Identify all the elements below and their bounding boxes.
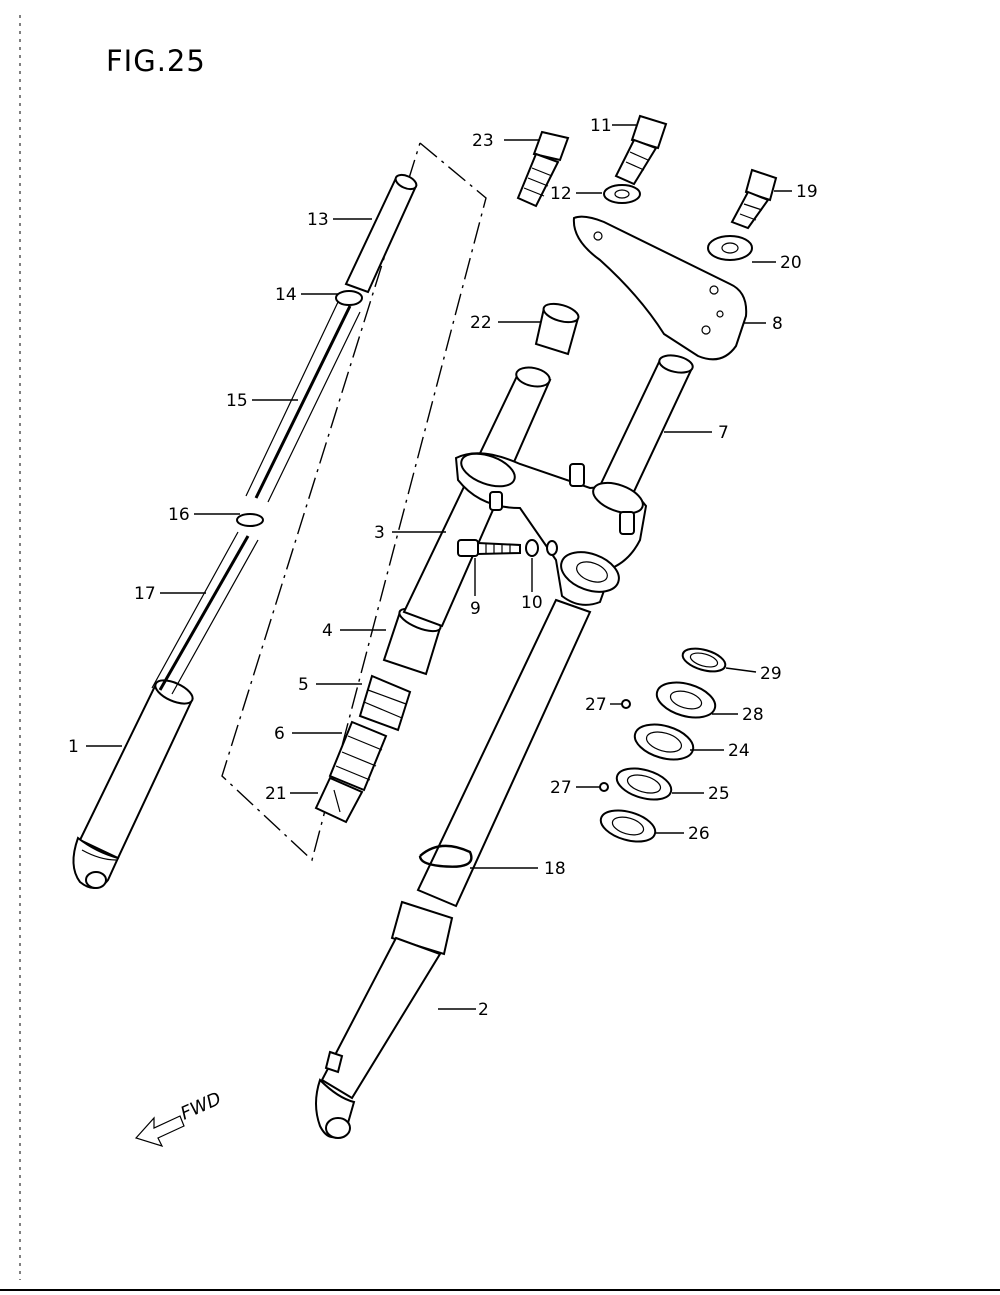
leader-lines — [86, 124, 792, 1010]
part-20-washer — [707, 235, 753, 261]
part-24-bearing-race — [633, 723, 695, 761]
part-12-washer — [603, 184, 641, 204]
callout-28: 28 — [742, 705, 764, 725]
part-8-upper-plate — [572, 215, 748, 361]
part-4-oil-seal — [382, 607, 442, 676]
callout-21: 21 — [265, 784, 287, 804]
part-9-bolt — [457, 539, 521, 557]
callout-23: 23 — [472, 131, 494, 151]
callout-25: 25 — [708, 784, 730, 804]
part-10-washer — [525, 539, 539, 557]
callout-13: 13 — [307, 210, 329, 230]
part-27-ball-upper — [621, 699, 631, 709]
callouts: 1 2 3 4 5 6 7 8 9 10 11 12 13 14 15 16 1… — [68, 116, 818, 1020]
part-16-washer — [236, 513, 264, 527]
part-13-spacer-tube — [344, 173, 418, 294]
inset-frame — [221, 142, 487, 862]
lower-bracket — [454, 452, 648, 606]
part-28-steering-nut — [655, 681, 717, 719]
callout-10: 10 — [521, 593, 543, 613]
fwd-label: FWD — [177, 1088, 224, 1124]
part-15-spring-upper — [245, 301, 361, 503]
callout-14: 14 — [275, 285, 297, 305]
callout-26: 26 — [688, 824, 710, 844]
bracket-hole-pin — [546, 540, 558, 556]
part-19-bolt — [730, 168, 778, 230]
part-17-spring-lower — [151, 531, 259, 695]
part-2-fork-tube — [315, 598, 592, 1139]
callout-22: 22 — [470, 313, 492, 333]
part-14-washer — [335, 290, 363, 306]
callout-17: 17 — [134, 584, 156, 604]
part-23-bolt — [516, 130, 570, 208]
callout-15: 15 — [226, 391, 248, 411]
callout-5: 5 — [298, 675, 309, 695]
callout-27-upper: 27 — [585, 695, 607, 715]
part-5-ring — [358, 674, 412, 732]
callout-27-lower: 27 — [550, 778, 572, 798]
part-21-rod-piece — [314, 776, 364, 824]
part-1-outer-tube — [72, 679, 194, 889]
callout-18: 18 — [544, 859, 566, 879]
part-11-bolt — [614, 114, 668, 186]
fwd-arrow-icon — [134, 1115, 185, 1147]
part-26-dust-seal — [599, 809, 657, 843]
callout-24: 24 — [728, 741, 750, 761]
callout-16: 16 — [168, 505, 190, 525]
part-25-bearing-race — [615, 767, 673, 801]
callout-11: 11 — [590, 116, 612, 136]
part-27-ball-lower — [599, 782, 609, 792]
part-22-cap — [534, 302, 580, 356]
part-18-circlip — [418, 844, 473, 868]
callout-9: 9 — [470, 599, 481, 619]
callout-2: 2 — [478, 1000, 489, 1020]
part-6-damper-rod — [328, 720, 388, 792]
callout-3: 3 — [374, 523, 385, 543]
callout-7: 7 — [718, 423, 729, 443]
callout-20: 20 — [780, 253, 802, 273]
fwd-indicator: FWD — [134, 1088, 224, 1147]
part-7-steering-stem — [596, 354, 694, 502]
figure-title: FIG.25 — [106, 44, 206, 78]
callout-6: 6 — [274, 724, 285, 744]
part-29-lock-washer — [681, 647, 727, 673]
callout-8: 8 — [772, 314, 783, 334]
callout-4: 4 — [322, 621, 333, 641]
callout-12: 12 — [550, 184, 572, 204]
callout-19: 19 — [796, 182, 818, 202]
callout-29: 29 — [760, 664, 782, 684]
callout-1: 1 — [68, 737, 79, 757]
